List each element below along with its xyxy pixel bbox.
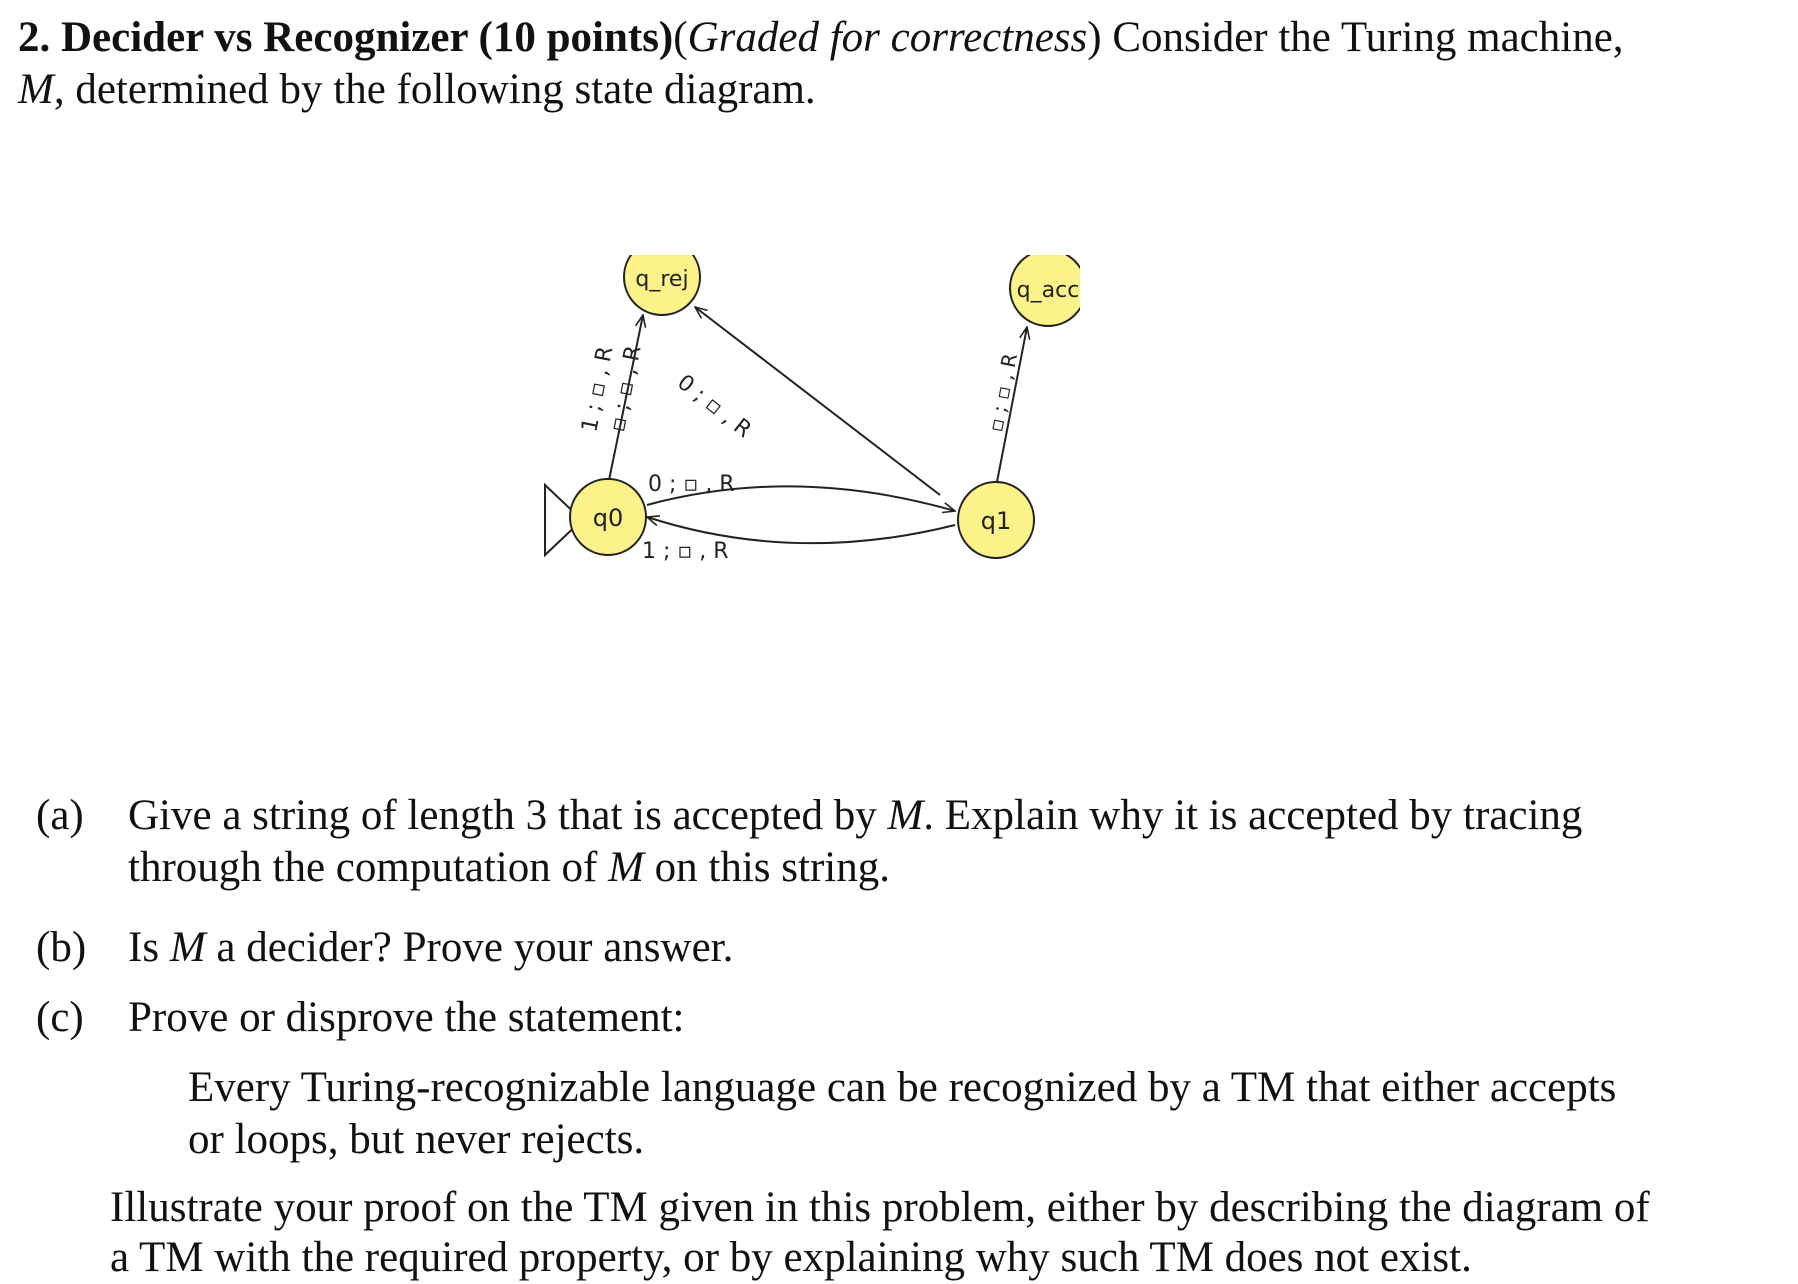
machine-symbol-b: M (169, 924, 206, 971)
part-c-followup-2: a TM with the required property, or by e… (110, 1234, 1472, 1281)
edge-q1-to-q0 (647, 517, 956, 545)
intro-text-2: , determined by the following state diag… (53, 66, 816, 113)
part-a-text-4: on this string. (654, 844, 890, 891)
state-q0-label: q0 (593, 504, 624, 532)
transition-label-q1-q0: 1 ; ▫ , R (642, 539, 729, 564)
state-q-acc-label: q_acc (1017, 278, 1080, 303)
start-state-marker (544, 482, 584, 558)
part-a-label: (a) (36, 792, 84, 839)
part-a-text-1: Give a string of length 3 that is accept… (128, 792, 877, 839)
edge-q1-to-q-rej (695, 307, 941, 496)
part-c-quote-1: Every Turing-recognizable language can b… (188, 1064, 1617, 1111)
part-b-text-1: Is (128, 924, 160, 971)
part-c-followup-1: Illustrate your proof on the TM given in… (110, 1184, 1650, 1231)
transition-label-q1-acc: ▫ ; ▫ , R (983, 351, 1022, 434)
state-q-acc: q_acc (1009, 255, 1080, 327)
state-q0: q0 (569, 478, 647, 556)
grading-note: Graded for correctness (687, 14, 1088, 61)
intro-text-1: Consider the Turing machine, (1112, 14, 1624, 61)
turing-machine-diagram: q_rej q_acc q0 q1 1 ; ▫ , R ▫ ; ▫ , R 0 … (544, 255, 1080, 564)
state-q1: q1 (957, 481, 1035, 559)
state-q-rej: q_rej (623, 255, 701, 316)
part-b-text-2: a decider? Prove your answer. (216, 924, 734, 971)
part-c: (c) Prove or disprove the statement: (36, 992, 684, 1044)
machine-symbol-a1: M (887, 792, 924, 839)
edge-q0-to-q-rej (607, 315, 643, 486)
part-b-label: (b) (36, 924, 87, 971)
problem-title: Decider vs Recognizer (10 points) (61, 14, 674, 61)
part-a-text-3: through the computation of (128, 844, 598, 891)
part-c-quote-2: or loops, but never rejects. (188, 1116, 645, 1163)
part-c-label: (c) (36, 994, 84, 1041)
part-a-line-2: through the computation of M on this str… (128, 842, 890, 894)
edge-q1-to-q-acc (996, 327, 1027, 483)
problem-heading-cont: M, determined by the following state dia… (18, 64, 816, 116)
transition-label-q1-rej: 0 ; ▫ , R (672, 370, 756, 443)
machine-symbol: M (18, 66, 54, 113)
problem-number: 2. (18, 14, 51, 61)
machine-symbol-a2: M (608, 844, 644, 891)
edge-q0-to-q1 (646, 485, 955, 511)
part-a-line-1: (a) Give a string of length 3 that is acc… (36, 790, 1582, 842)
state-q1-label: q1 (981, 507, 1012, 535)
problem-heading: 2. Decider vs Recognizer (10 points)(Gra… (18, 14, 1624, 61)
state-q-rej-label: q_rej (635, 267, 688, 292)
part-a-text-2: . Explain why it is accepted by tracing (923, 792, 1583, 839)
part-c-text: Prove or disprove the statement: (128, 994, 685, 1041)
part-b: (b) Is M a decider? Prove your answer. (36, 922, 733, 974)
transition-label-q0-q1: 0 ; ▫ , R (648, 472, 735, 497)
